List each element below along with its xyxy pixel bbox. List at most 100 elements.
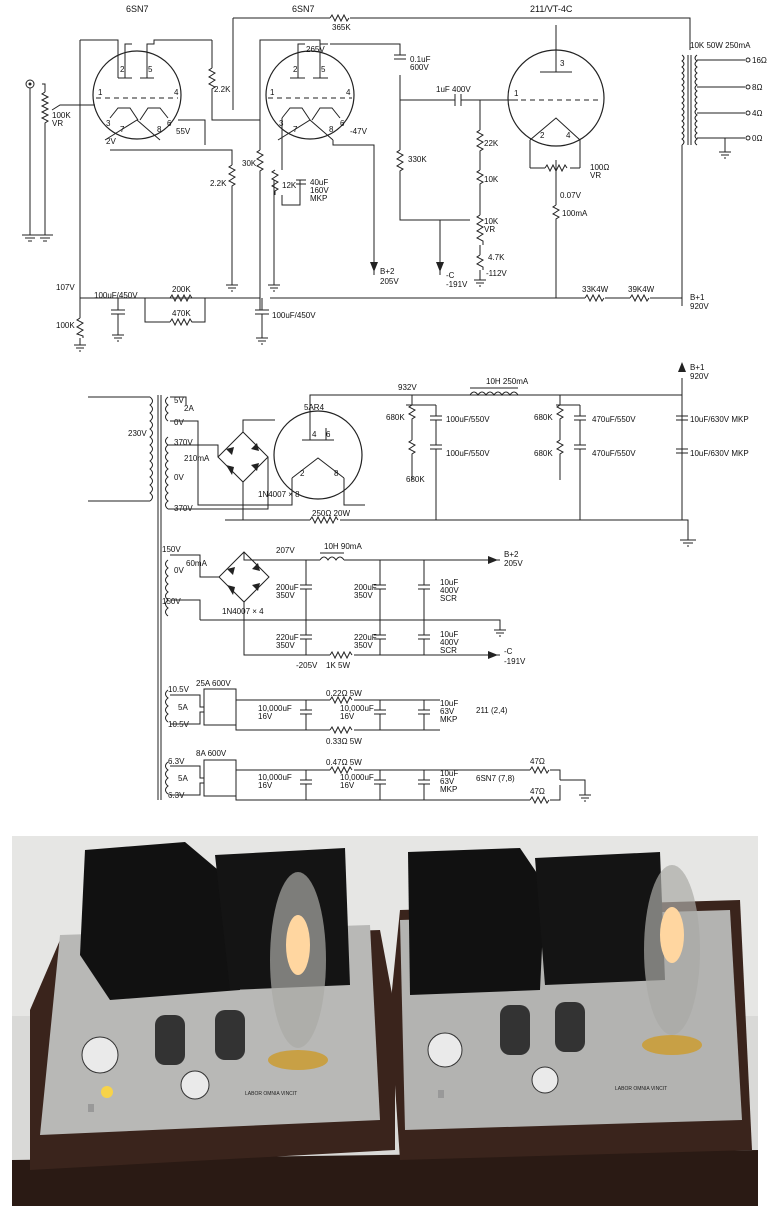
resistor-22k — [476, 129, 484, 155]
switch-right[interactable] — [438, 1090, 444, 1098]
wire-b2-down — [332, 140, 375, 275]
label-220uf-b: 220uF — [354, 633, 377, 642]
bridge-lv-diodes — [227, 563, 260, 595]
label-2-2k-top: 2.2K — [214, 85, 231, 94]
volume-wiring — [37, 83, 53, 242]
tube-6sn7-second — [265, 50, 355, 140]
label-0-22ohm: 0.22Ω 5W — [326, 689, 362, 698]
label-vr: VR — [52, 119, 63, 128]
label-207v: 207V — [276, 546, 295, 555]
label-400v-b: 400V — [440, 638, 459, 647]
wire-coupling — [330, 43, 518, 101]
motto-left: LABOR OMNIA VINCIT — [245, 1091, 297, 1097]
label-680k-1: 680K — [386, 413, 405, 422]
wire-ps-ground — [225, 519, 696, 547]
amp-right-transformer-2 — [535, 852, 665, 985]
pin-t1-2: 2 — [120, 65, 125, 74]
label-16v-c: 16V — [258, 781, 273, 790]
label-470uf-550v-1: 470uF/550V — [592, 415, 636, 424]
label-22k: 22K — [484, 139, 499, 148]
pt-secondary-10v — [165, 689, 169, 723]
pin-5ar4-8: 8 — [334, 469, 339, 478]
label-40uf: 40uF — [310, 178, 328, 187]
label-100ohm-vr: VR — [590, 171, 601, 180]
wire-ps-caps-left — [411, 395, 442, 520]
tube2-plates — [259, 39, 328, 79]
label-10000uf-b: 10,000uF — [340, 704, 374, 713]
cap-0-1uf — [394, 54, 406, 60]
caps-col-2 — [374, 560, 386, 655]
label-10000uf-a: 10,000uF — [258, 704, 292, 713]
wire-t1-left-rail — [79, 39, 119, 310]
input-ground — [22, 88, 38, 242]
resistor-47ohm-b — [529, 795, 550, 805]
label-33k4w: 33K4W — [582, 285, 609, 294]
volume-wiper — [51, 104, 95, 111]
resistor-680k-3 — [556, 404, 564, 425]
pin-t2-5: 5 — [321, 65, 326, 74]
tube-5ar4 — [273, 410, 363, 500]
input-jack-center — [28, 82, 32, 86]
resistor-ma — [552, 204, 560, 240]
tube-label-6sn7-first: 6SN7 — [126, 4, 149, 14]
label-55v: 55V — [176, 127, 191, 136]
resistor-47ohm-a — [529, 765, 550, 775]
pin-t1-6: 6 — [167, 119, 172, 128]
label-370v-top: 370V — [174, 438, 193, 447]
tube2-cathodes — [281, 107, 341, 121]
label-12k: 12K — [282, 181, 297, 190]
pin-t1-5: 5 — [148, 65, 153, 74]
amp-left: LABOR OMNIA VINCIT — [30, 842, 395, 1170]
label-0-07v: 0.07V — [560, 191, 582, 200]
label-330k: 330K — [408, 155, 427, 164]
resistor-680k-4 — [556, 439, 564, 460]
amp-left-transformer-1 — [80, 842, 240, 1000]
label-10k: 10K — [484, 175, 499, 184]
label-1k-5w: 1K 5W — [326, 661, 350, 670]
resistor-2-2k-bottom — [228, 164, 236, 195]
label-10uf-d: 10uF — [440, 769, 458, 778]
label-10h-250ma: 10H 250mA — [486, 377, 529, 386]
switch-left[interactable] — [88, 1104, 94, 1112]
label-680k-4: 680K — [534, 449, 553, 458]
label-100k: 100K — [56, 321, 75, 330]
ps-label-c: -C — [504, 647, 513, 656]
ot-secondary — [694, 54, 698, 146]
label-2-2k-bottom: 2.2K — [210, 179, 227, 188]
label-8a-600v: 8A 600V — [196, 749, 227, 758]
label-6-3v-top: 6.3V — [168, 757, 185, 766]
pin-t2-1: 1 — [270, 88, 275, 97]
caps-col-3 — [418, 560, 430, 655]
resistor-470k — [169, 317, 195, 327]
tap-0-terminal — [745, 135, 751, 141]
bridge-25a — [203, 688, 237, 726]
wire-bridge-hv — [168, 444, 269, 510]
motto-right: LABOR OMNIA VINCIT — [615, 1086, 667, 1092]
photo-of-amplifiers: LABOR OMNIA VINCIT LABOR OMNIA VINCIT — [12, 836, 758, 1206]
label-mkp-a: MKP — [440, 715, 457, 724]
label-160v: 160V — [310, 186, 329, 195]
label-250ohm-20w: 250Ω 20W — [312, 509, 350, 518]
tube3-plate — [540, 25, 572, 73]
label-5ar4: 5AR4 — [304, 403, 325, 412]
pin-t3-3: 3 — [560, 59, 565, 68]
label-107v: 107V — [56, 283, 75, 292]
resistor-2-2k-top — [208, 67, 216, 92]
resistor-100k — [75, 317, 84, 338]
label-neg47v: -47V — [350, 127, 368, 136]
resistor-4-7k — [476, 254, 484, 270]
cap-40uf — [296, 179, 306, 185]
label-10k-vr: VR — [484, 225, 495, 234]
tap-4-terminal — [745, 110, 751, 116]
label-5a-2: 5A — [178, 774, 188, 783]
label-b2: B+2 — [380, 267, 395, 276]
wire-bias — [399, 100, 481, 280]
label-10h-90ma: 10H 90mA — [324, 542, 362, 551]
pin-t2-7: 7 — [293, 125, 298, 134]
bridge-8a — [203, 759, 237, 797]
wire-fil2 — [170, 765, 591, 802]
tube-label-211: 211/VT-4C — [530, 4, 573, 14]
label-100ma: 100mA — [562, 209, 588, 218]
resistor-0-47ohm — [329, 765, 353, 775]
